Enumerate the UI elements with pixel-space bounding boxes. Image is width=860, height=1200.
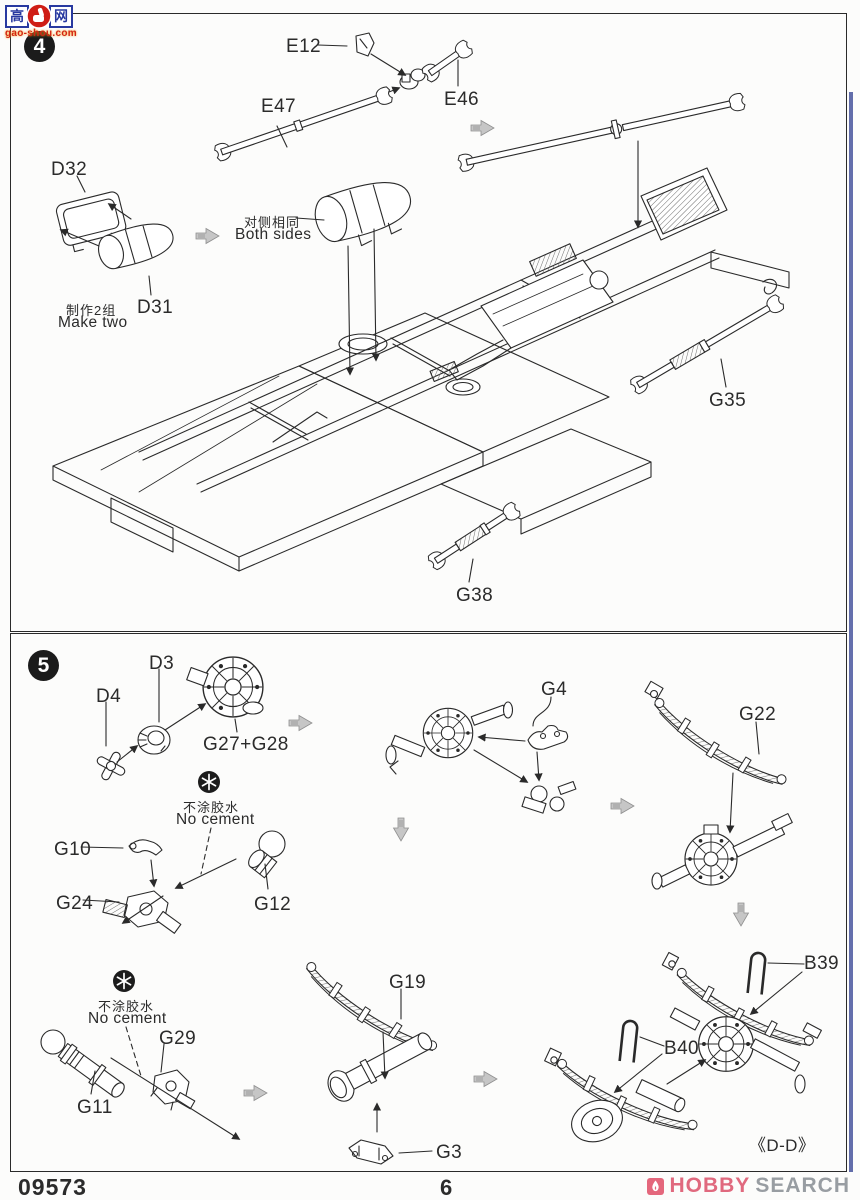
- note-make-two-zh: 制作2组: [66, 303, 117, 318]
- part-label-d32: D32: [51, 159, 88, 180]
- part-drawing-g11-g29: [40, 1029, 241, 1140]
- note-both-sides-zh: 对侧相同: [244, 215, 301, 230]
- part-label-d31: D31: [137, 297, 174, 318]
- kit-number: 09573: [18, 1174, 87, 1200]
- part-label-g3: G3: [436, 1142, 463, 1163]
- brand-name-primary: HOBBY: [669, 1174, 751, 1197]
- assembly-direction-arrow-icon: [393, 817, 409, 842]
- note-both-sides-en: Both sides: [235, 226, 312, 243]
- step-4-badge: 4: [24, 31, 55, 62]
- part-label-g19: G19: [389, 972, 427, 993]
- part-label-d3: D3: [149, 653, 175, 674]
- section-ref-dd: 《D-D》: [749, 1136, 816, 1155]
- step-4-panel: 4 E12 E47 E46 D32 D31 制作2组 Make two 对侧相同…: [10, 13, 847, 632]
- part-drawing-g38: [425, 500, 523, 583]
- part-label-g10: G10: [54, 839, 92, 860]
- step-4-diagram: [52, 32, 790, 583]
- part-label-g4: G4: [541, 679, 568, 700]
- part-label-d4: D4: [96, 686, 122, 707]
- no-cement-leader: [200, 827, 212, 875]
- part-label-g29: G29: [159, 1028, 197, 1049]
- assembly-direction-arrow-icon: [733, 902, 749, 927]
- part-drawing-e47: [212, 85, 395, 163]
- part-drawing-dd-axles: [544, 950, 822, 1145]
- no-cement-leader: [125, 1026, 142, 1077]
- no-cement-icon: [197, 770, 221, 794]
- watermark-site: gao-shou.com: [5, 28, 77, 39]
- part-drawing-g22: [644, 680, 793, 890]
- note-make-two-en: Make two: [58, 314, 128, 331]
- part-drawing-g19-g3: [296, 960, 439, 1165]
- part-label-g24: G24: [56, 893, 94, 914]
- note-no-cement-en: No cement: [88, 1010, 167, 1027]
- part-label-g38: G38: [456, 585, 494, 606]
- watermark-char-right: 网: [49, 4, 73, 28]
- assembly-direction-arrow-icon: [610, 798, 635, 814]
- assembly-direction-arrow-icon: [243, 1085, 268, 1101]
- part-drawing-e12: [308, 32, 426, 125]
- part-drawing-e46: [419, 38, 475, 87]
- no-cement-icon: [112, 969, 136, 993]
- part-label-g11: G11: [77, 1097, 113, 1118]
- part-drawing-g35: [628, 292, 787, 396]
- note-no-cement-zh: 不涂胶水: [183, 800, 240, 815]
- assembly-direction-arrow-icon: [195, 228, 220, 244]
- step-5-diagram: [40, 656, 822, 1165]
- part-drawing-d4-d3-diff: [96, 656, 264, 781]
- part-drawing-top-driveshaft: [456, 91, 747, 229]
- part-drawing-g4-axle: [385, 696, 577, 814]
- fuel-tank-part: [295, 182, 412, 376]
- part-label-g27-g28: G27+G28: [203, 734, 289, 755]
- part-label-b39: B39: [804, 953, 840, 974]
- page-number: 6: [440, 1175, 453, 1200]
- part-label-e46: E46: [444, 89, 480, 110]
- brand-logo: HOBBY SEARCH: [647, 1174, 850, 1198]
- part-label-g22: G22: [739, 704, 777, 725]
- watermark-char-left: 高: [5, 4, 29, 28]
- part-drawing-d32-d31: [55, 175, 174, 296]
- assembly-direction-arrow-icon: [288, 715, 313, 731]
- thumb-up-icon: [26, 3, 52, 29]
- watermark-logo: 高 网 gao-shou.com: [5, 3, 85, 39]
- assembly-direction-arrow-icon: [470, 120, 495, 136]
- part-label-b40: B40: [664, 1038, 700, 1059]
- note-no-cement-zh: 不涂胶水: [98, 999, 155, 1014]
- part-label-g35: G35: [709, 390, 747, 411]
- chassis-drawing: [52, 167, 790, 572]
- step-5-panel: 5 D4 D3 G27+G28 G4 G22 不涂胶水 No cement G1…: [10, 633, 847, 1172]
- part-drawing-g10-g24-g12: [80, 830, 286, 934]
- step-5-badge: 5: [28, 650, 59, 681]
- part-label-g12: G12: [254, 894, 292, 915]
- flame-icon: [647, 1177, 665, 1195]
- page-edge-line: [849, 92, 853, 1172]
- assembly-direction-arrow-icon: [473, 1071, 498, 1087]
- note-no-cement-en: No cement: [176, 811, 255, 828]
- part-label-e47: E47: [261, 96, 297, 117]
- brand-name-secondary: SEARCH: [755, 1174, 850, 1197]
- part-label-e12: E12: [286, 36, 322, 57]
